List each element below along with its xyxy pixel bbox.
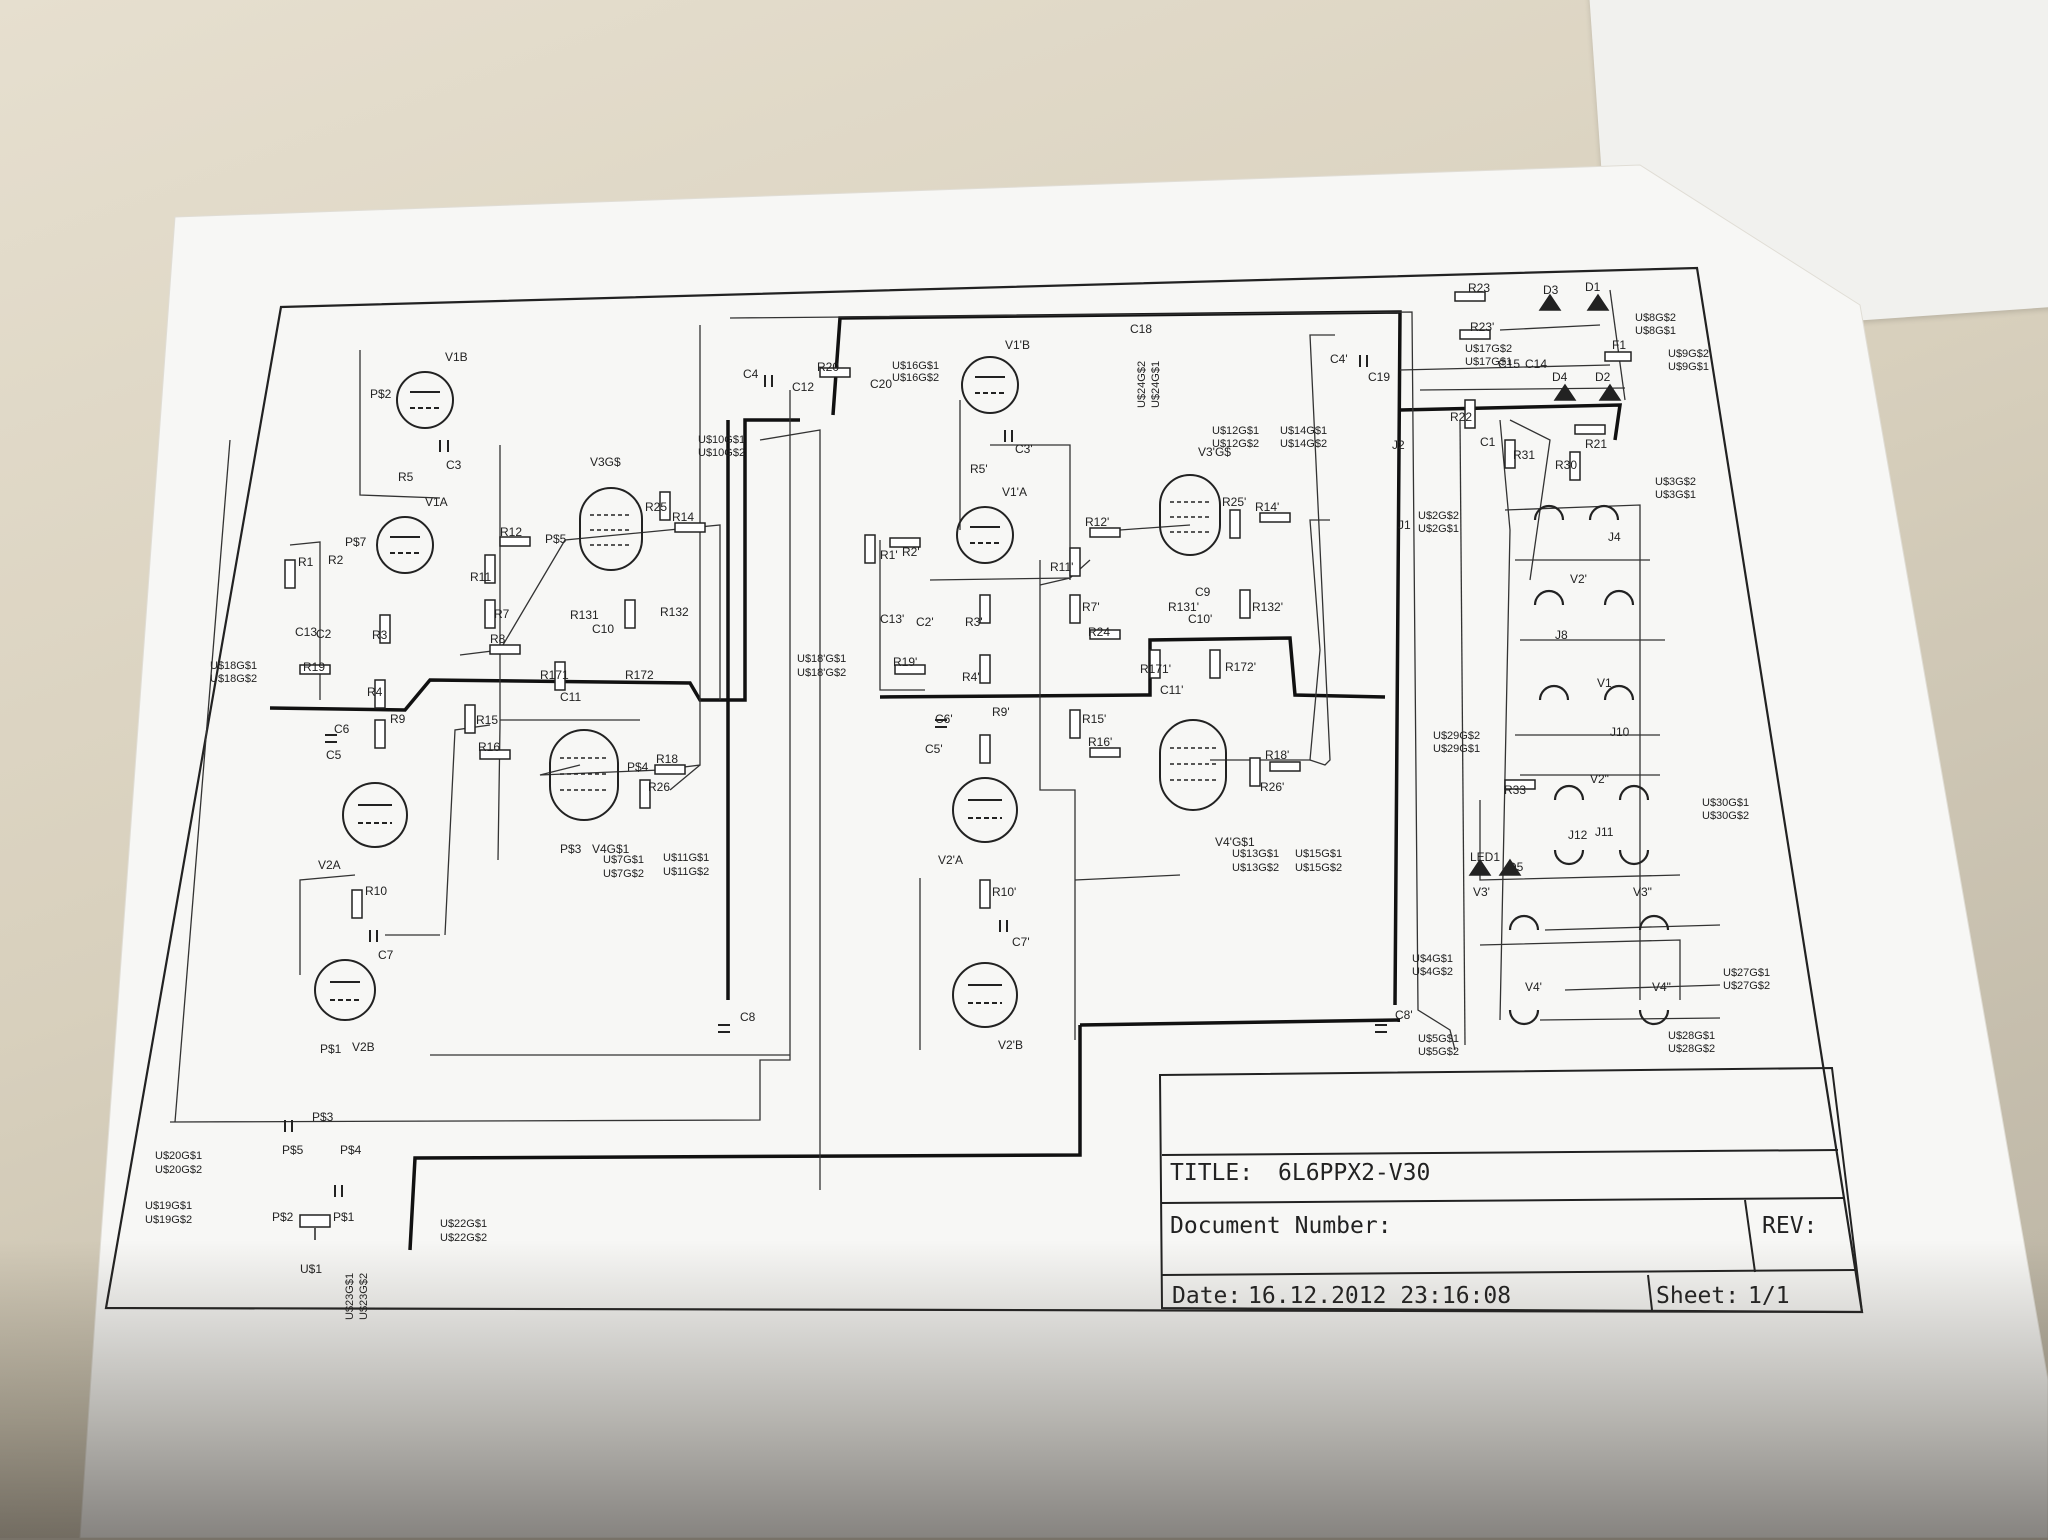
capacitors — [284, 355, 1387, 1197]
tube-v4 — [549, 729, 619, 821]
tube-v1a — [376, 516, 434, 574]
paper-sheet — [79, 164, 2048, 1538]
tube-v4p — [1159, 719, 1227, 811]
resistors — [284, 291, 1606, 919]
tube-v3 — [579, 487, 643, 571]
fuse-f1 — [1604, 351, 1632, 362]
tube-v1b — [396, 371, 454, 429]
potentiometer-u1 — [299, 1214, 331, 1240]
wiring — [169, 289, 1721, 1190]
tube-v1pb — [961, 356, 1019, 414]
tube-v2pa — [952, 777, 1018, 843]
tube-v2b — [314, 959, 376, 1021]
tube-v2a — [342, 782, 408, 848]
tube-v1pa — [956, 506, 1014, 564]
tube-sockets — [1508, 504, 1670, 1026]
tube-v2pb — [952, 962, 1018, 1028]
tube-v3p — [1159, 474, 1221, 556]
diodes — [1468, 293, 1622, 876]
